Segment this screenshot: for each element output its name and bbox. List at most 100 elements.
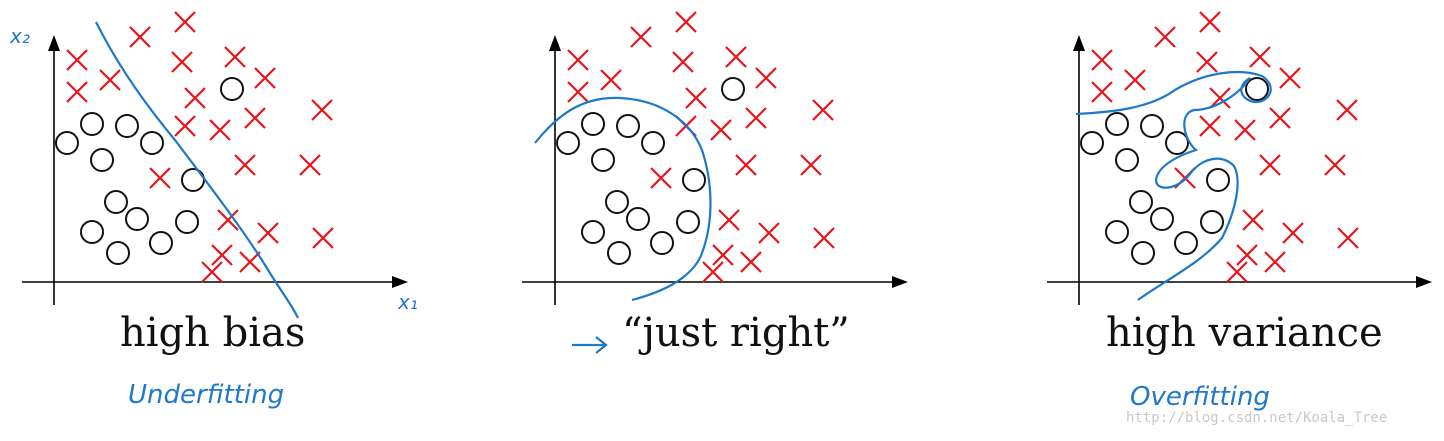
cross-mark-1-6 — [224, 46, 246, 68]
cross-mark-2-9 — [745, 107, 767, 129]
cross-mark-2-11 — [710, 119, 732, 141]
cross-mark-2-21 — [702, 261, 724, 283]
circle-mark-3-8 — [1150, 207, 1174, 231]
circle-mark-1-3 — [55, 131, 79, 155]
circle-mark-3-12 — [1131, 241, 1155, 265]
circle-mark-1-2 — [115, 114, 139, 138]
cross-mark-3-9 — [1269, 107, 1291, 129]
axis-label-x1: x₁ — [398, 290, 418, 314]
cross-mark-2-2 — [567, 49, 589, 71]
cross-mark-1-11 — [209, 119, 231, 141]
cross-mark-1-0 — [174, 11, 196, 33]
cross-mark-3-16 — [1242, 209, 1264, 231]
circle-mark-1-0 — [220, 77, 244, 101]
boundary-underfit — [95, 21, 299, 319]
cross-mark-2-20 — [740, 251, 762, 273]
caption-high-variance: high variance — [1106, 310, 1383, 356]
circle-mark-3-2 — [1140, 114, 1164, 138]
cross-mark-3-11 — [1234, 119, 1256, 141]
circle-mark-3-11 — [1174, 231, 1198, 255]
cross-mark-3-12 — [1336, 99, 1358, 121]
circle-mark-1-7 — [104, 190, 128, 214]
circle-mark-2-3 — [556, 131, 580, 155]
cross-mark-1-21 — [201, 261, 223, 283]
cross-mark-3-14 — [1259, 154, 1281, 176]
circle-mark-2-4 — [641, 131, 665, 155]
cross-mark-2-7 — [755, 67, 777, 89]
circle-mark-3-5 — [1115, 148, 1139, 172]
caption-just-right: “just right” — [622, 310, 850, 356]
cross-mark-2-6 — [725, 46, 747, 68]
cross-mark-2-12 — [812, 99, 834, 121]
cross-mark-1-14 — [234, 154, 256, 176]
circle-mark-1-5 — [90, 148, 114, 172]
circle-mark-2-5 — [591, 148, 615, 172]
circle-mark-2-10 — [581, 220, 605, 244]
circle-mark-3-3 — [1080, 131, 1104, 155]
circle-mark-2-12 — [607, 241, 631, 265]
cross-mark-1-15 — [299, 154, 321, 176]
caption-high-bias: high bias — [120, 310, 306, 356]
cross-mark-3-21 — [1226, 261, 1248, 283]
boundary-just-right — [534, 96, 712, 302]
cross-mark-3-2 — [1091, 49, 1113, 71]
cross-mark-3-0 — [1199, 11, 1221, 33]
circle-mark-1-10 — [80, 220, 104, 244]
cross-mark-3-17 — [1282, 222, 1304, 244]
circle-mark-2-11 — [650, 231, 674, 255]
circle-mark-2-8 — [626, 207, 650, 231]
cross-mark-3-15 — [1324, 154, 1346, 176]
cross-mark-3-19 — [1236, 244, 1258, 266]
cross-mark-2-0 — [675, 11, 697, 33]
cross-mark-1-20 — [239, 251, 261, 273]
cross-mark-2-19 — [712, 244, 734, 266]
cross-mark-1-12 — [311, 99, 333, 121]
circle-mark-2-9 — [676, 210, 700, 234]
boundary-overfit — [1075, 70, 1272, 301]
cross-mark-1-17 — [257, 222, 279, 244]
circle-mark-1-12 — [106, 241, 130, 265]
cross-mark-2-16 — [718, 209, 740, 231]
y-axis-arrow-2 — [549, 35, 561, 51]
cross-mark-2-17 — [758, 222, 780, 244]
circle-mark-2-2 — [616, 114, 640, 138]
cross-mark-1-4 — [66, 81, 88, 103]
circle-mark-3-10 — [1105, 220, 1129, 244]
y-axis-arrow-1 — [48, 35, 60, 51]
just-right-pointer-arrow — [572, 336, 608, 354]
cross-mark-2-15 — [800, 154, 822, 176]
cross-mark-2-3 — [600, 69, 622, 91]
cross-mark-1-1 — [129, 26, 151, 48]
cross-mark-1-16 — [217, 209, 239, 231]
cross-mark-2-5 — [672, 51, 694, 73]
x-axis-arrow-2 — [892, 276, 908, 288]
circle-mark-3-4 — [1165, 131, 1189, 155]
cross-mark-1-5 — [171, 51, 193, 73]
circle-mark-1-9 — [175, 210, 199, 234]
cross-mark-1-19 — [211, 244, 233, 266]
circle-mark-2-6 — [682, 168, 706, 192]
circle-mark-3-7 — [1129, 190, 1153, 214]
cross-mark-2-13 — [650, 167, 672, 189]
watermark: http://blog.csdn.net/Koala_Tree — [1126, 410, 1388, 426]
y-axis-arrow-3 — [1073, 35, 1085, 51]
axis-label-x2: x₂ — [10, 24, 30, 48]
cross-mark-1-2 — [66, 49, 88, 71]
cross-mark-1-13 — [149, 167, 171, 189]
cross-mark-2-18 — [813, 227, 835, 249]
circle-mark-1-4 — [140, 131, 164, 155]
cross-mark-2-1 — [630, 26, 652, 48]
cross-mark-1-3 — [99, 69, 121, 91]
circle-mark-1-6 — [181, 168, 205, 192]
note-overfitting: Overfitting — [1130, 382, 1270, 412]
circle-mark-3-9 — [1200, 210, 1224, 234]
cross-mark-3-8 — [1209, 87, 1231, 109]
cross-mark-3-7 — [1279, 67, 1301, 89]
cross-mark-1-18 — [312, 227, 334, 249]
cross-mark-3-3 — [1124, 69, 1146, 91]
cross-mark-2-14 — [735, 154, 757, 176]
cross-mark-1-7 — [254, 67, 276, 89]
note-underfitting: Underfitting — [128, 380, 285, 410]
